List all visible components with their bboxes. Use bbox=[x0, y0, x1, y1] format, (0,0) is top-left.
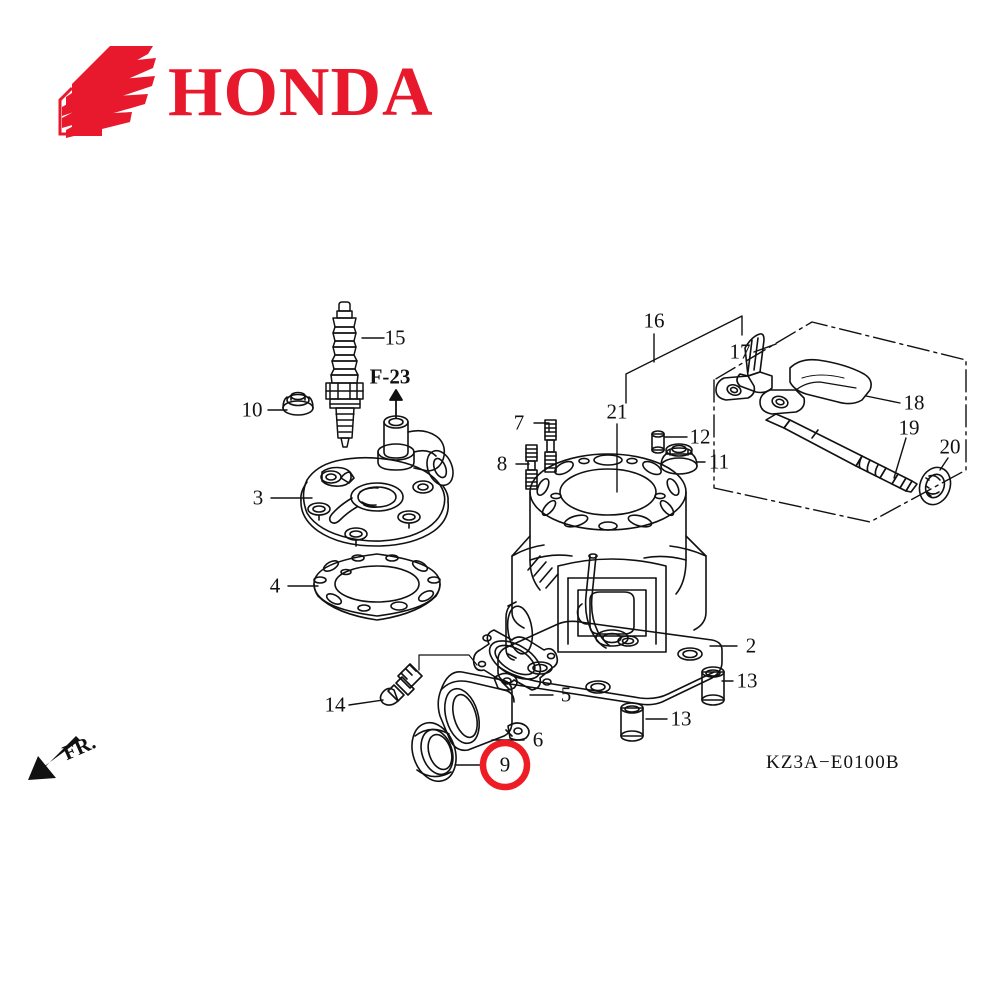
callout-5[interactable]: 5 bbox=[560, 682, 572, 707]
part-sealing-washer bbox=[282, 391, 314, 416]
callout-4[interactable]: 4 bbox=[269, 573, 281, 598]
diagram-code: KZ3A−E0100B bbox=[766, 752, 900, 773]
callout-6[interactable]: 6 bbox=[532, 727, 544, 752]
part-flange-nut bbox=[660, 443, 698, 475]
fr-label: FR. bbox=[59, 730, 99, 765]
callout-11[interactable]: 11 bbox=[708, 449, 730, 474]
part-head-gasket bbox=[313, 553, 441, 621]
callout-21[interactable]: 21 bbox=[606, 399, 628, 424]
part-dowel-pin-small bbox=[651, 430, 665, 454]
callout-19[interactable]: 19 bbox=[898, 415, 920, 440]
honda-wordmark: HONDA bbox=[168, 54, 434, 131]
part-spark-plug bbox=[325, 301, 364, 448]
callout-10[interactable]: 10 bbox=[241, 397, 263, 422]
part-valve-seal bbox=[918, 466, 952, 506]
part-insulator-oring bbox=[411, 721, 457, 783]
f23-reference-arrow bbox=[389, 389, 403, 419]
front-arrow-icon: FR. bbox=[28, 730, 99, 780]
callout-2[interactable]: 2 bbox=[745, 633, 757, 658]
callout-20[interactable]: 20 bbox=[939, 434, 961, 459]
callout-3[interactable]: 3 bbox=[252, 485, 264, 510]
part-cylinder bbox=[497, 453, 723, 706]
part-stud-bolt-long bbox=[544, 419, 557, 473]
part-intake-gasket bbox=[472, 629, 559, 691]
leader-lines bbox=[267, 333, 949, 766]
part-dowel-pin-b bbox=[620, 702, 644, 742]
cross-reference-f23[interactable]: F-23 bbox=[369, 364, 411, 389]
callout-9[interactable]: 9 bbox=[499, 752, 511, 777]
callout-18[interactable]: 18 bbox=[903, 390, 925, 415]
callout-13[interactable]: 13 bbox=[736, 668, 758, 693]
bracket-group-16 bbox=[625, 315, 743, 404]
callout-17[interactable]: 17 bbox=[729, 339, 751, 364]
part-flange-bolt bbox=[379, 663, 423, 706]
highlight-ring-part-9 bbox=[479, 739, 531, 791]
part-power-valve-left bbox=[715, 333, 773, 401]
callout-16[interactable]: 16 bbox=[643, 308, 665, 333]
callout-14[interactable]: 14 bbox=[324, 692, 346, 717]
part-valve-shaft bbox=[765, 413, 918, 493]
callout-7[interactable]: 7 bbox=[513, 410, 525, 435]
part-cylinder-head bbox=[300, 415, 454, 547]
brand-header: HONDA bbox=[0, 0, 1000, 160]
part-dowel-pin-a bbox=[701, 666, 725, 706]
honda-wing-icon bbox=[58, 46, 156, 138]
part-power-valve-right bbox=[759, 358, 872, 415]
callout-15[interactable]: 15 bbox=[384, 325, 406, 350]
callout-13-second[interactable]: 13 bbox=[670, 706, 692, 731]
bracket-group-assembly bbox=[713, 321, 967, 523]
callout-8[interactable]: 8 bbox=[496, 451, 508, 476]
callout-12[interactable]: 12 bbox=[689, 424, 711, 449]
